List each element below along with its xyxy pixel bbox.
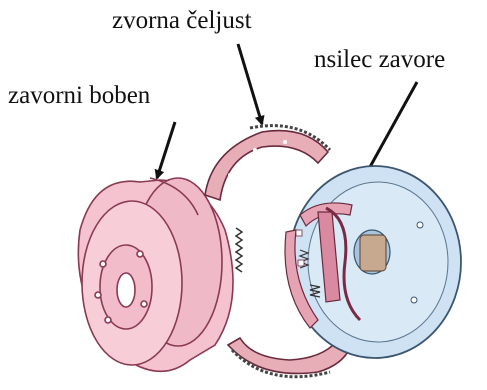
- arrow-backing-plate: [365, 82, 417, 176]
- brake-drum-part: [78, 178, 233, 371]
- arrow-brake-shoe: [238, 44, 262, 124]
- backing-plate-part: [289, 166, 461, 358]
- return-spring: [236, 228, 242, 272]
- arrow-brake-drum: [157, 122, 175, 178]
- upper-brake-shoe: [205, 126, 330, 200]
